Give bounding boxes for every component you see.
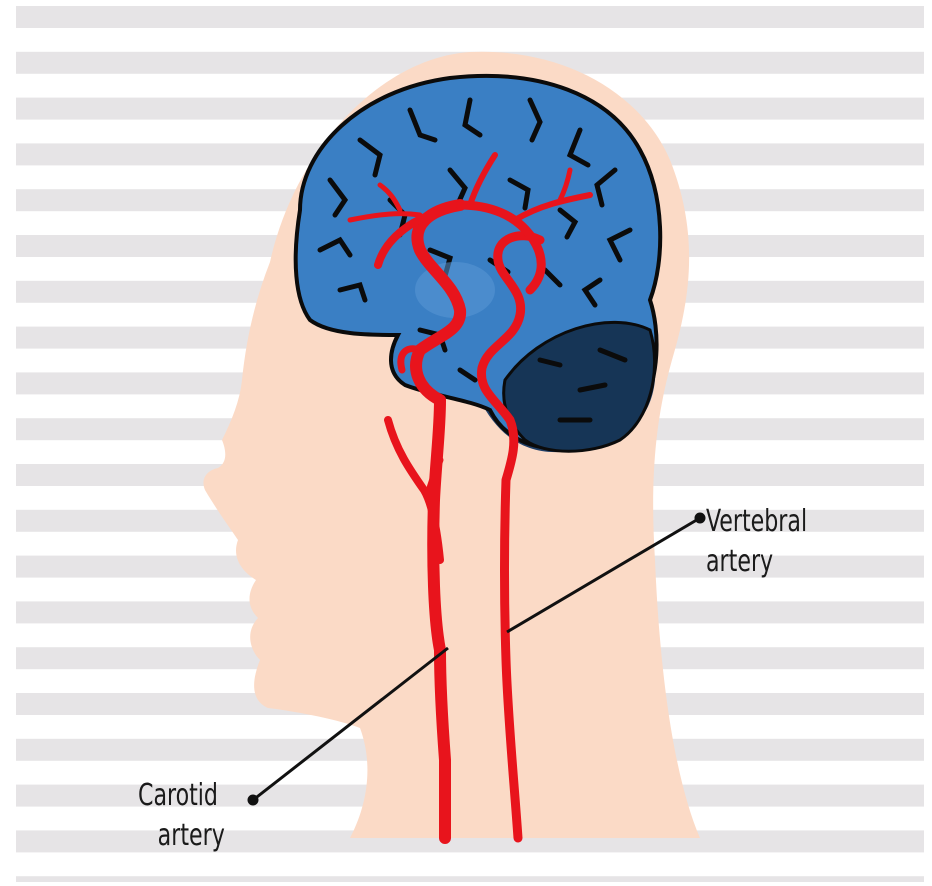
vertebral-label-line1: Vertebral [706,502,807,542]
background-stripe [16,876,924,882]
vertebral-label-line2: artery [706,542,807,582]
vertebral-artery-label: Vertebral artery [706,502,807,582]
background-stripe [16,6,924,28]
carotid-artery-label: Carotid artery [138,776,225,856]
carotid-label-line2: artery [138,816,225,856]
carotid-label-line1: Carotid [138,776,225,816]
vertebral-leader-dot [696,514,704,522]
carotid-leader-dot [249,796,257,804]
